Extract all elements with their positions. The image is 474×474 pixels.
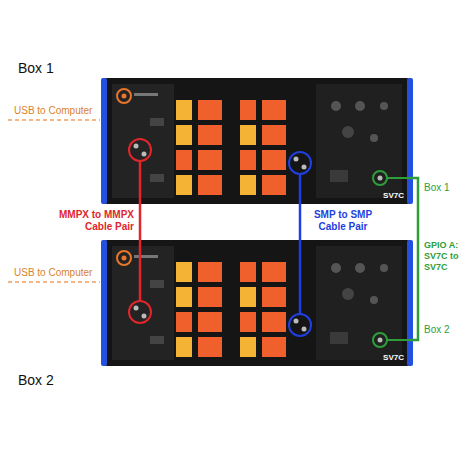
instrument-1 [101,78,413,204]
usb-line [8,281,100,283]
cable-inner [139,240,142,301]
cable-label: SMP to SMP Cable Pair [306,209,380,233]
instrument-2 [101,240,413,366]
box-heading: Box 2 [18,372,54,389]
instrument-box: Box 2SV7C [104,240,410,366]
cable-note: USB to Computer [14,267,92,279]
usb-line [8,119,100,121]
cable-note: USB to Computer [14,105,92,117]
cable-inner [299,174,302,204]
cable-inner [299,240,302,314]
model-label: SV7C [383,353,404,363]
cable [410,178,418,340]
box-heading: Box 1 [18,60,54,77]
box-tag: Box 1 [424,182,450,194]
cable-inner [387,177,410,179]
cable-label: GPIO A: SV7C to SV7C [424,240,472,272]
cable-inner [139,161,142,204]
cable [299,204,302,240]
cable-inner [387,339,410,341]
cable [139,204,142,240]
instrument-box: Box 1SV7C [104,78,410,204]
model-label: SV7C [383,191,404,201]
box-tag: Box 2 [424,324,450,336]
cable-label: MMPX to MMPX Cable Pair [52,209,134,233]
